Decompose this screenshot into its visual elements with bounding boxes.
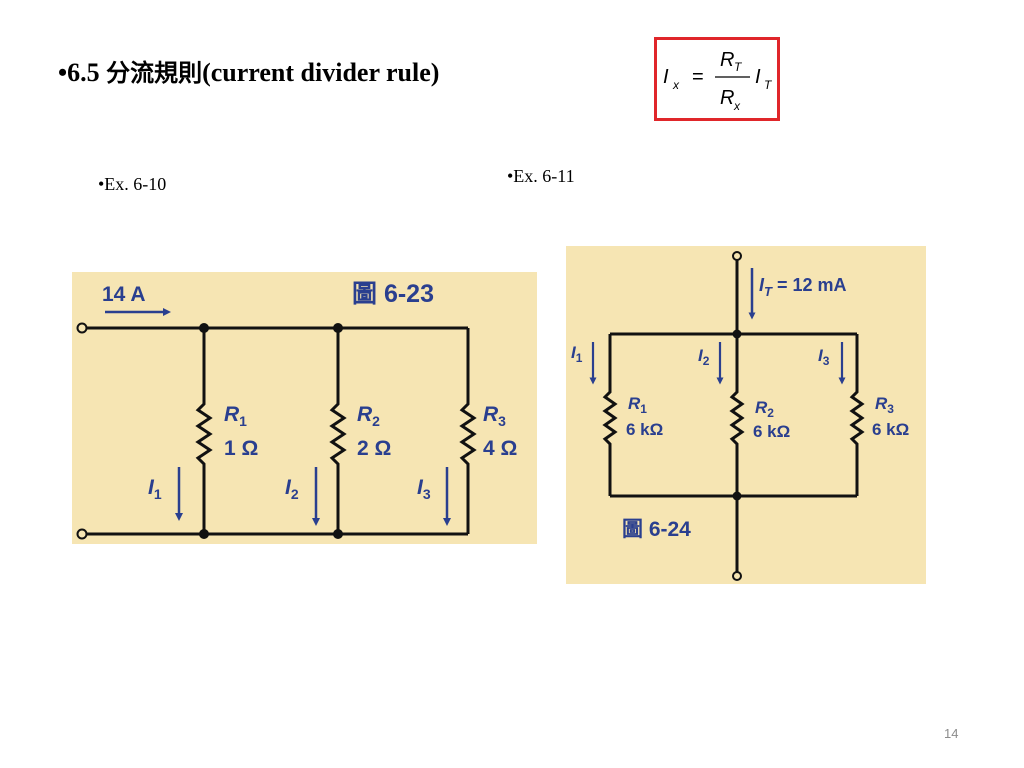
resistor-r1-branch: [195, 328, 213, 534]
resistor-r1-value: 6 kΩ: [626, 420, 663, 439]
title-english: (current divider rule): [202, 58, 440, 87]
page-number: 14: [944, 726, 959, 741]
source-current-label: 14 A: [102, 283, 146, 306]
figure-caption-6-23: 圖 6-23: [352, 280, 434, 308]
resistor-r3-name: R3: [875, 394, 894, 416]
example-6-11-label: •Ex. 6-11: [507, 166, 575, 186]
slide-title: •6.5 分流規則(current divider rule): [58, 56, 439, 90]
resistor-r1-name: R1: [628, 394, 647, 416]
current-i2-label: I2: [285, 476, 299, 502]
current-i1-label: I1: [148, 476, 162, 502]
circuit-6-23-diagram: 14 A 圖 6-23 R1 1 Ω R2 2 Ω R3 4 Ω I1 I2 I…: [76, 280, 517, 540]
resistor-r1-name: R1: [224, 403, 247, 429]
current-i3-label: I3: [417, 476, 431, 502]
resistor-r3-value: 4 Ω: [483, 437, 517, 460]
top-terminal: [76, 322, 88, 334]
formula-box: I x = R T R x I T: [654, 37, 780, 121]
formula-rhs-sub: T: [764, 78, 773, 92]
formula-lhs-sub: x: [672, 78, 680, 92]
resistor-r2-name: R2: [357, 403, 380, 429]
junction-dot: [333, 529, 343, 539]
junction-dot: [732, 329, 742, 339]
resistor-r1-branch: [602, 334, 618, 496]
resistor-r2-branch: [329, 328, 347, 534]
formula-equals: =: [692, 66, 704, 88]
junction-dot: [199, 529, 209, 539]
formula-numerator-sub: T: [734, 60, 743, 74]
current-i2-label: I2: [698, 346, 710, 368]
formula-rhs: I: [755, 66, 761, 88]
formula-numerator: R: [720, 49, 734, 71]
total-current-label: IT = 12 mA: [759, 275, 847, 299]
resistor-r3-name: R3: [483, 403, 506, 429]
resistor-r3-value: 6 kΩ: [872, 420, 909, 439]
current-i3-label: I3: [818, 346, 830, 368]
resistor-r2-value: 6 kΩ: [753, 422, 790, 441]
formula-lhs: I: [663, 66, 669, 88]
title-bullet: •: [58, 58, 68, 87]
circuit-figure-6-23: 14 A 圖 6-23 R1 1 Ω R2 2 Ω R3 4 Ω I1 I2 I…: [72, 272, 537, 544]
title-chinese: 分流規則: [106, 59, 203, 87]
circuit-figure-6-24: IT = 12 mA I1 I2 I3 R1 6 kΩ R2 6 kΩ R3 6…: [566, 246, 926, 584]
resistor-r2-branch: [729, 334, 745, 496]
resistor-r2-value: 2 Ω: [357, 437, 391, 460]
bottom-terminal: [76, 528, 88, 540]
resistor-r2-name: R2: [755, 398, 774, 420]
current-divider-formula: I x = R T R x I T: [663, 49, 773, 113]
resistor-r1-value: 1 Ω: [224, 437, 258, 460]
circuit-6-24-diagram: IT = 12 mA I1 I2 I3 R1 6 kΩ R2 6 kΩ R3 6…: [571, 251, 909, 581]
title-number: 6.5: [67, 58, 107, 87]
resistor-r3-branch: [849, 334, 865, 496]
junction-dot: [199, 323, 209, 333]
current-i1-label: I1: [571, 343, 583, 365]
formula-denominator: R: [720, 87, 734, 109]
bottom-terminal: [732, 571, 742, 581]
formula-denominator-sub: x: [733, 99, 741, 113]
resistor-r3-branch: [459, 328, 477, 534]
junction-dot: [333, 323, 343, 333]
top-terminal: [732, 251, 742, 261]
junction-dot: [732, 491, 742, 501]
figure-caption-6-24: 圖 6-24: [622, 518, 691, 541]
example-6-10-label: •Ex. 6-10: [98, 174, 167, 194]
